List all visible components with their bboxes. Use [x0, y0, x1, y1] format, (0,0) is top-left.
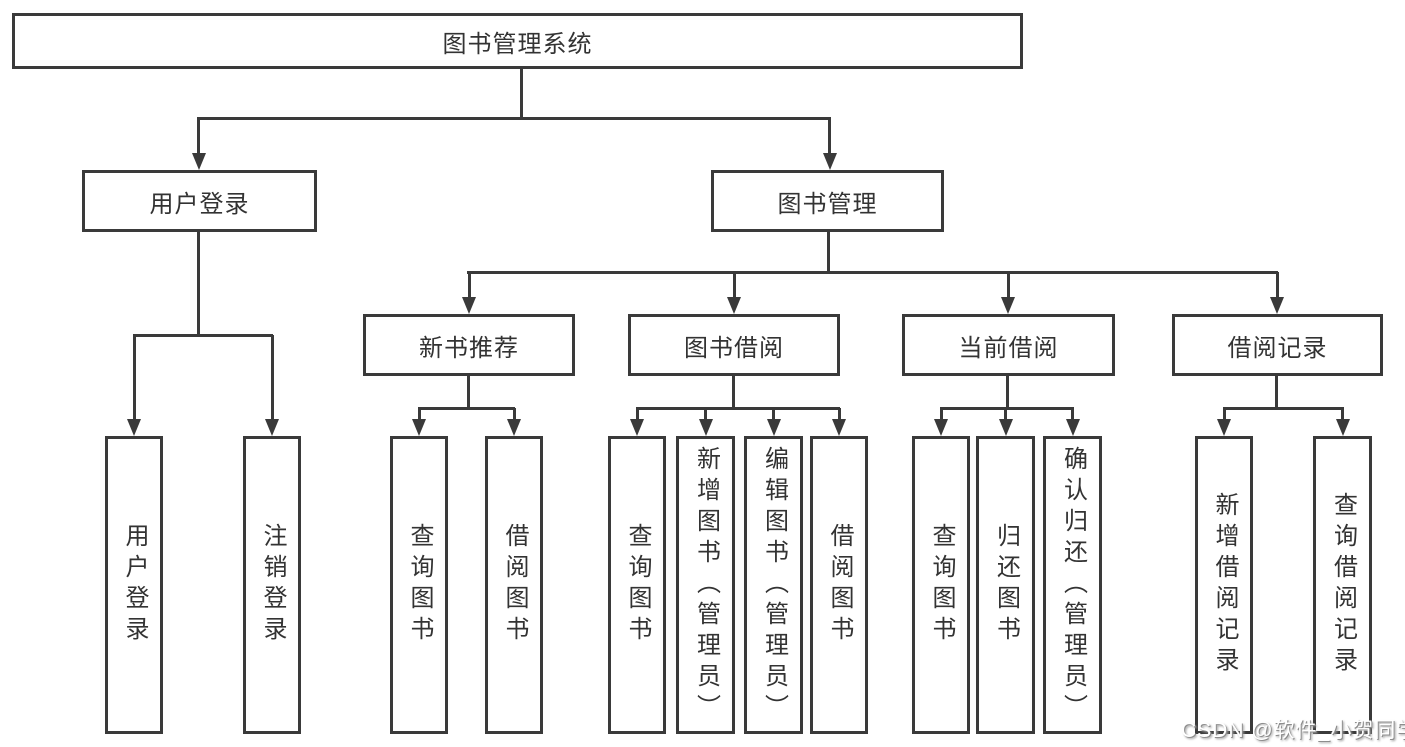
leaf-edit-book-admin: 编辑图书（管理员） — [744, 436, 803, 734]
edge-horizontal-line — [133, 333, 273, 337]
edge-vertical-line — [467, 373, 470, 409]
node-label-book-management: 图书管理 — [777, 190, 878, 218]
edge-horizontal-line — [467, 270, 1278, 274]
node-new-book-recommend: 新书推荐 — [363, 314, 575, 376]
leaf-confirm-return-admin: 确认归还（管理员） — [1043, 436, 1102, 734]
edge-vertical-line — [520, 66, 523, 119]
node-current-borrow: 当前借阅 — [902, 314, 1115, 376]
edge-horizontal-line — [636, 406, 840, 410]
leaf-label-query-borrow-record: 查询借阅记录 — [1329, 492, 1357, 678]
edge-arrow-stub — [467, 272, 471, 297]
node-label-current-borrow: 当前借阅 — [958, 334, 1059, 362]
leaf-query-borrow-record: 查询借阅记录 — [1313, 436, 1372, 734]
csdn-watermark: CSDN @软件_小贺同学 — [1181, 719, 1405, 742]
edge-arrow-stub — [828, 118, 831, 153]
leaf-label-borrow-book-borrow: 借阅图书 — [826, 523, 853, 647]
arrow-down-icon — [1335, 419, 1350, 436]
arrow-down-icon — [832, 419, 846, 436]
arrow-down-icon — [412, 419, 426, 436]
node-user-login: 用户登录 — [82, 170, 317, 232]
leaf-query-book-borrow: 查询图书 — [608, 436, 666, 734]
edge-arrow-stub — [512, 408, 516, 419]
edge-arrow-stub — [1275, 272, 1279, 297]
edge-arrow-stub — [837, 408, 841, 419]
leaf-label-query-book-recommend: 查询图书 — [406, 523, 433, 647]
leaf-label-add-book-admin: 新增图书（管理员） — [692, 445, 720, 725]
node-label-borrow-records: 借阅记录 — [1227, 334, 1328, 362]
node-borrow-records: 借阅记录 — [1172, 314, 1383, 376]
arrow-down-icon — [507, 419, 521, 436]
arrow-down-icon — [998, 419, 1013, 436]
edge-horizontal-line — [418, 406, 515, 410]
leaf-add-book-admin: 新增图书（管理员） — [676, 436, 735, 734]
edge-arrow-stub — [732, 272, 736, 297]
node-label-user-login: 用户登录 — [149, 190, 250, 218]
arrow-down-icon — [1217, 419, 1231, 436]
edge-vertical-line — [1006, 373, 1009, 409]
edge-arrow-stub — [132, 335, 136, 419]
edge-arrow-stub — [1071, 408, 1074, 419]
node-label-new-book-recommend: 新书推荐 — [419, 334, 519, 362]
leaf-label-user-login: 用户登录 — [121, 523, 148, 647]
leaf-borrow-book-recommend: 借阅图书 — [485, 436, 543, 734]
edge-arrow-stub — [1004, 408, 1007, 419]
edge-arrow-stub — [704, 408, 707, 419]
leaf-label-return-book: 归还图书 — [992, 523, 1020, 647]
edge-arrow-stub — [939, 408, 943, 419]
edge-arrow-stub — [197, 118, 200, 153]
edge-horizontal-line — [197, 116, 831, 120]
leaf-add-borrow-record: 新增借阅记录 — [1195, 436, 1253, 734]
arrow-down-icon — [1270, 297, 1284, 314]
arrow-down-icon — [462, 297, 476, 314]
edge-arrow-stub — [635, 408, 639, 419]
leaf-return-book: 归还图书 — [976, 436, 1035, 734]
edge-arrow-stub — [1341, 408, 1344, 419]
arrow-down-icon — [822, 153, 837, 170]
edge-arrow-stub — [1222, 408, 1226, 419]
edge-horizontal-line — [940, 406, 1074, 410]
edge-arrow-stub — [1006, 272, 1010, 297]
edge-vertical-line — [1275, 373, 1278, 409]
leaf-query-book-recommend: 查询图书 — [390, 436, 448, 734]
node-system-root: 图书管理系统 — [12, 13, 1023, 69]
leaf-borrow-book-borrow: 借阅图书 — [810, 436, 868, 734]
edge-arrow-stub — [772, 408, 775, 419]
edge-vertical-line — [827, 229, 830, 273]
leaf-query-book-current: 查询图书 — [912, 436, 970, 734]
node-label-system-root: 图书管理系统 — [442, 30, 593, 58]
leaf-logout: 注销登录 — [243, 436, 301, 734]
edge-vertical-line — [732, 373, 735, 409]
arrow-down-icon — [127, 419, 141, 436]
leaf-label-query-book-borrow: 查询图书 — [624, 523, 651, 647]
node-label-book-borrow: 图书借阅 — [684, 334, 784, 362]
arrow-down-icon — [1001, 297, 1015, 314]
leaf-label-edit-book-admin: 编辑图书（管理员） — [760, 445, 788, 725]
edge-arrow-stub — [270, 335, 274, 419]
leaf-label-add-borrow-record: 新增借阅记录 — [1211, 492, 1238, 678]
arrow-down-icon — [265, 419, 279, 436]
leaf-label-borrow-book-recommend: 借阅图书 — [501, 523, 528, 647]
arrow-down-icon — [766, 419, 781, 436]
node-book-borrow: 图书借阅 — [628, 314, 840, 376]
leaf-user-login: 用户登录 — [105, 436, 163, 734]
arrow-down-icon — [698, 419, 713, 436]
arrow-down-icon — [727, 297, 741, 314]
edge-vertical-line — [197, 229, 200, 336]
leaf-label-logout: 注销登录 — [259, 523, 286, 647]
arrow-down-icon — [934, 419, 948, 436]
edge-arrow-stub — [417, 408, 421, 419]
arrow-down-icon — [191, 153, 206, 170]
leaf-label-query-book-current: 查询图书 — [928, 523, 955, 647]
leaf-label-confirm-return-admin: 确认归还（管理员） — [1059, 445, 1087, 725]
arrow-down-icon — [1065, 419, 1080, 436]
arrow-down-icon — [630, 419, 644, 436]
edge-horizontal-line — [1223, 406, 1344, 410]
node-book-management: 图书管理 — [711, 170, 944, 232]
